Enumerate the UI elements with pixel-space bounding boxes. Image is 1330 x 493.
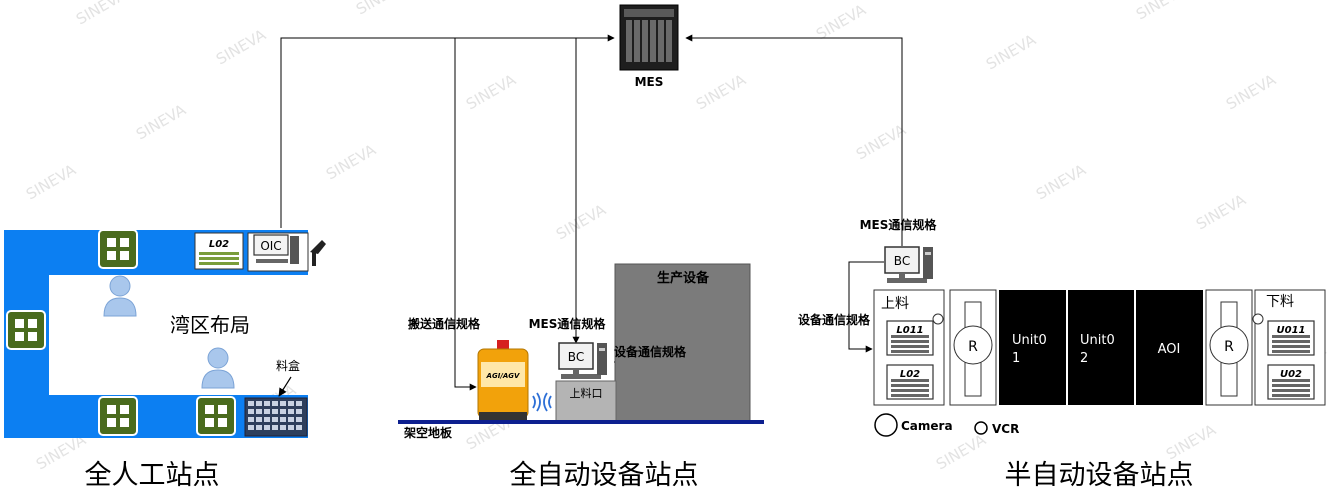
svg-text:SINEVA: SINEVA <box>133 100 190 143</box>
agv-label: AGI/AGV <box>486 372 520 380</box>
svg-text:SINEVA: SINEVA <box>323 140 380 183</box>
svg-text:SINEVA: SINEVA <box>23 160 80 203</box>
port-u02-label: U02 <box>1280 369 1302 380</box>
transport-spec-label: 搬送通信规格 <box>408 316 481 331</box>
wireless-signal-icon <box>532 392 552 412</box>
svg-text:SINEVA: SINEVA <box>1193 190 1250 233</box>
auto-station-caption: 全自动设备站点 <box>510 460 699 491</box>
l02-terminal: L02 <box>194 232 244 270</box>
unit02-block <box>1068 290 1134 405</box>
port-u02: U02 <box>1267 364 1315 400</box>
port-u011: U011 <box>1267 320 1315 356</box>
svg-text:SINEVA: SINEVA <box>983 30 1040 73</box>
unloading-sensor-icon <box>1252 313 1264 325</box>
unit02-label-line1: Unit0 <box>1080 333 1115 348</box>
loading-label: 上料 <box>881 296 909 312</box>
svg-text:SINEVA: SINEVA <box>933 430 990 473</box>
vcr-icon <box>974 421 988 435</box>
robot-label: R <box>1224 339 1234 355</box>
mes-label: MES <box>635 75 664 89</box>
svg-text:SINEVA: SINEVA <box>853 120 910 163</box>
svg-text:SINEVA: SINEVA <box>553 200 610 243</box>
loading-sensor-icon <box>932 313 944 325</box>
svg-text:SINEVA: SINEVA <box>1163 420 1220 463</box>
svg-text:SINEVA: SINEVA <box>813 0 870 43</box>
auto-equipment-spec-label: 设备通信规格 <box>614 344 687 359</box>
robot-label: R <box>968 339 978 355</box>
auto-bc-workstation: BC <box>558 342 608 380</box>
svg-text:SINEVA: SINEVA <box>353 0 410 18</box>
auto-mes-spec-label: MES通信规格 <box>529 316 607 331</box>
tool-grid-icon <box>6 310 46 350</box>
tool-grid-icon <box>196 396 236 436</box>
unit01-block <box>999 290 1066 405</box>
svg-text:SINEVA: SINEVA <box>463 70 520 113</box>
unloading-label: 下料 <box>1266 294 1294 310</box>
svg-text:SINEVA: SINEVA <box>73 0 130 28</box>
svg-text:SINEVA: SINEVA <box>213 25 270 68</box>
oic-label: OIC <box>260 239 281 253</box>
raised-floor <box>398 420 764 424</box>
port-l011-label: L011 <box>896 325 923 336</box>
manual-to-mes-link <box>280 34 615 228</box>
robot-unloading: R <box>1205 289 1253 406</box>
agv-vehicle: AGI/AGV <box>477 340 529 420</box>
manual-station: 湾区布局 L02 OIC <box>4 229 326 491</box>
semi-mes-spec-label: MES通信规格 <box>860 217 938 232</box>
aoi-label: AOI <box>1158 342 1181 357</box>
semi-equipment-spec-link <box>848 261 884 353</box>
raised-floor-label: 架空地板 <box>403 425 453 440</box>
semi-bc-workstation: BC <box>884 246 934 284</box>
aoi-block <box>1136 290 1203 405</box>
unit01-label-line2: 1 <box>1012 351 1020 366</box>
unit02-label-line2: 2 <box>1080 351 1088 366</box>
port-u011-label: U011 <box>1277 325 1306 336</box>
barcode-scanner-icon <box>310 240 326 266</box>
production-equipment <box>614 263 751 423</box>
svg-text:SINEVA: SINEVA <box>1033 160 1090 203</box>
port-l011: L011 <box>886 320 934 356</box>
vcr-label: VCR <box>992 422 1019 436</box>
operator-person-icon <box>103 275 137 317</box>
material-box <box>244 397 308 437</box>
tool-grid-icon <box>98 229 138 269</box>
svg-text:SINEVA: SINEVA <box>693 70 750 113</box>
semi-bc-label: BC <box>894 254 910 268</box>
production-equipment-label: 生产设备 <box>657 270 710 286</box>
mes-server: MES <box>619 4 679 89</box>
camera-icon <box>874 413 898 437</box>
auto-station: 搬送通信规格 MES通信规格 生产设备 上料口 BC 设备通信规格 AGI/AG… <box>398 263 764 491</box>
manual-station-caption: 全人工站点 <box>85 460 220 491</box>
loading-port <box>555 380 617 423</box>
robot-loading: R <box>949 289 997 406</box>
semi-station-caption: 半自动设备站点 <box>1005 460 1194 491</box>
port-l02: L02 <box>886 364 934 400</box>
material-box-pointer <box>278 376 292 397</box>
svg-text:SINEVA: SINEVA <box>1223 70 1280 113</box>
semi-station: MES通信规格 BC 设备通信规格 上料 L011 L02 R Unit0 1 <box>798 217 1326 491</box>
unit01-label-line1: Unit0 <box>1012 333 1047 348</box>
port-l02-label: L02 <box>900 369 920 380</box>
semi-bc-mes-link <box>685 34 903 246</box>
auto-bc-label: BC <box>568 350 584 364</box>
operator-person-icon <box>201 347 235 389</box>
svg-text:SINEVA: SINEVA <box>1133 0 1190 23</box>
tool-grid-icon <box>98 396 138 436</box>
material-box-label: 料盒 <box>276 358 300 373</box>
loading-port-label: 上料口 <box>570 386 603 400</box>
oic-workstation: OIC <box>247 232 326 272</box>
camera-label: Camera <box>901 419 953 433</box>
semi-equipment-spec-label: 设备通信规格 <box>798 312 871 327</box>
transport-spec-link <box>454 38 477 391</box>
bay-layout-label: 湾区布局 <box>170 313 250 337</box>
l02-terminal-label: L02 <box>209 239 229 250</box>
